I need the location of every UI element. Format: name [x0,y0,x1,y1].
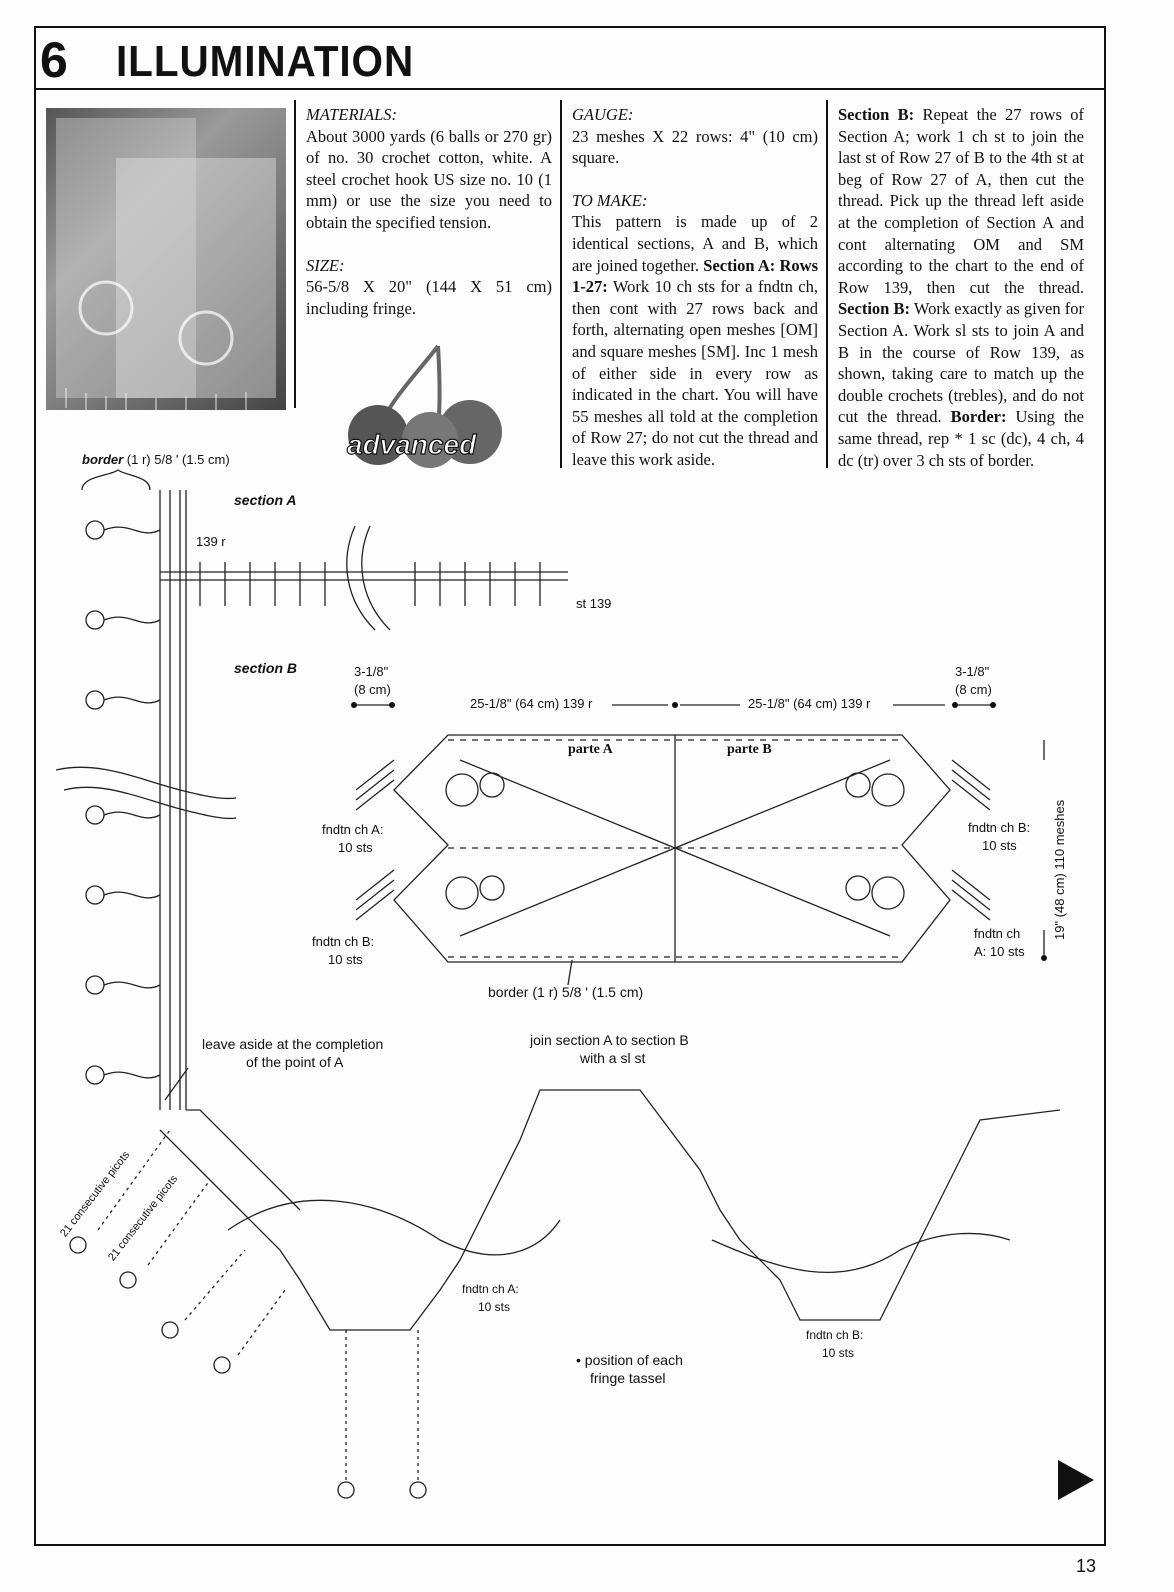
fndtn-b-right-sts: 10 sts [982,838,1017,853]
section-a-label: section A [234,492,297,508]
fndtn-b-left-sts: 10 sts [328,952,363,967]
st-139-label: st 139 [576,596,611,611]
height-label: 19" (48 cm) 110 meshes [1052,800,1067,940]
left-end-width: 3-1/8" [354,664,388,679]
right-end-width: 3-1/8" [955,664,989,679]
parte-a-label: parte A [568,742,613,758]
fndtn-b-bottom-sts: 10 sts [822,1346,854,1360]
fndtn-a-bottom-sts: 10 sts [478,1300,510,1314]
page-number: 13 [1076,1556,1096,1577]
tassel-line-1: • position of each [576,1352,683,1368]
tassel-line-2: fringe tassel [590,1370,665,1386]
span-a-label: 25-1/8" (64 cm) 139 r [470,696,592,711]
left-end-width-cm: (8 cm) [354,682,391,697]
fndtn-a-left-label: fndtn ch A: [322,822,383,837]
row-139-label: 139 r [196,534,226,549]
fndtn-a-right-label: fndtn ch [974,926,1020,941]
border-bottom-label: border (1 r) 5/8 ' (1.5 cm) [488,984,643,1000]
next-page-arrow-icon [1058,1460,1094,1500]
border-label: border (1 r) 5/8 ' (1.5 cm) [82,452,230,467]
parte-b-label: parte B [727,742,772,758]
right-end-width-cm: (8 cm) [955,682,992,697]
section-b-label: section B [234,660,297,676]
fndtn-a-left-sts: 10 sts [338,840,373,855]
leave-aside-line-2: of the point of A [246,1054,343,1070]
fndtn-b-right-label: fndtn ch B: [968,820,1030,835]
fndtn-a-right-sts: A: 10 sts [974,944,1025,959]
fndtn-b-bottom-label: fndtn ch B: [806,1328,863,1342]
span-b-label: 25-1/8" (64 cm) 139 r [748,696,870,711]
fndtn-b-left-label: fndtn ch B: [312,934,374,949]
join-line-1: join section A to section B [530,1032,689,1048]
fndtn-a-bottom-label: fndtn ch A: [462,1282,519,1296]
leave-aside-line-1: leave aside at the completion [202,1036,383,1052]
join-line-2: with a sl st [580,1050,645,1066]
